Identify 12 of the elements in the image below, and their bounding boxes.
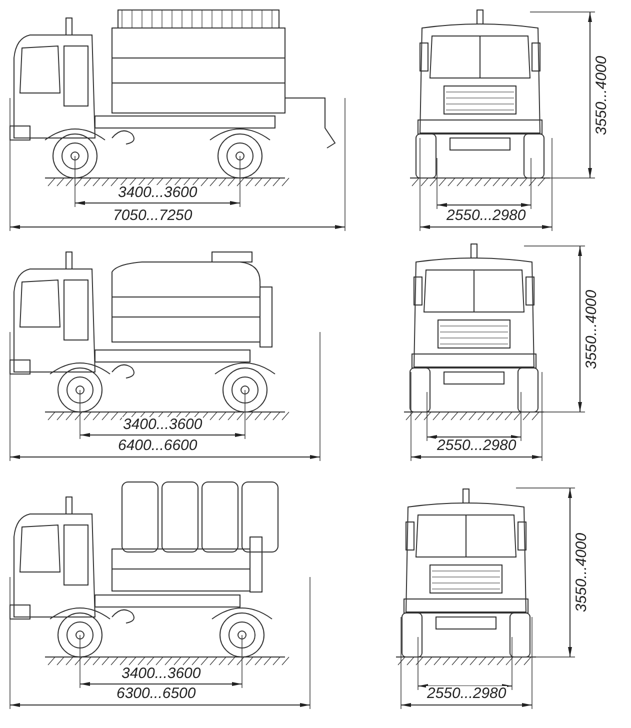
length-dimension: 3400...3600 <box>122 416 204 432</box>
length-dimension: 7050...7250 <box>112 208 194 222</box>
length-dimension: 3400...3600 <box>117 184 198 200</box>
height-dimension: 3550...4000 <box>584 288 599 370</box>
length-dimension: 2550...2980 <box>426 686 508 700</box>
length-dimension: 2550...2980 <box>446 208 527 222</box>
height-dimension: 3550...4000 <box>594 54 609 136</box>
height-dimension: 3550...4000 <box>574 532 589 614</box>
length-dimension: 6300...6500 <box>116 686 197 700</box>
length-dimension: 3400...3600 <box>120 666 202 680</box>
length-dimension: 6400...6600 <box>117 438 198 452</box>
length-dimension: 2550...2980 <box>436 438 518 452</box>
